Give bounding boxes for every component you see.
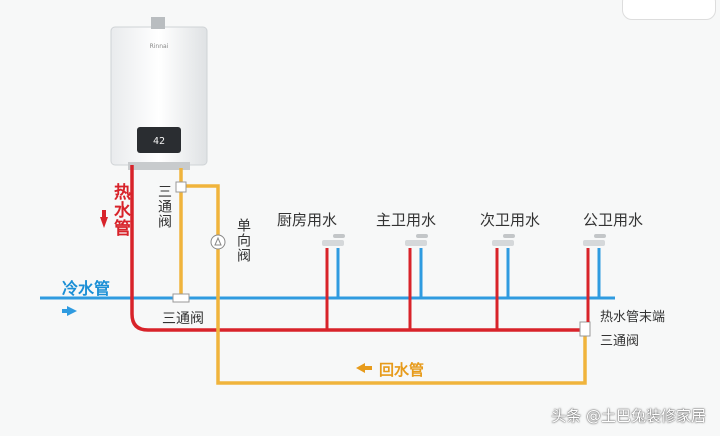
- three-way-valve-top: [175, 181, 187, 193]
- return-pipe-label: 回水管: [379, 361, 425, 379]
- watermark: 头条 @土巴兔装修家居: [551, 407, 706, 425]
- faucet-icon: [405, 240, 427, 246]
- heater-display-value: 42: [153, 136, 165, 147]
- return-water-pipe: [179, 168, 587, 385]
- three-way-valve-end-label: 三通阀: [600, 334, 640, 349]
- fixture-kitchen: [322, 234, 345, 330]
- fixture-second-bath: [492, 234, 515, 330]
- arrow-right-icon: [67, 306, 77, 316]
- three-way-valve-end: [579, 321, 591, 337]
- faucet-icon: [322, 240, 344, 246]
- hot-water-pipe: [100, 165, 585, 332]
- hot-end-label: 热水管末端: [600, 310, 666, 325]
- cold-pipe-label: 冷水管: [62, 279, 111, 298]
- three-way-valve-top-label: 三通阀: [156, 184, 172, 229]
- arrow-left-icon: [356, 363, 365, 373]
- heater-brand: Rinnai: [150, 43, 169, 50]
- faucet-icon: [492, 240, 514, 246]
- three-way-valve-bottom-label: 三通阀: [162, 311, 204, 327]
- water-heater: Rinnai 42: [110, 17, 208, 170]
- faucet-icon: [583, 240, 605, 246]
- fixture-public-bath: [583, 234, 606, 322]
- three-way-valve-bottom: [172, 293, 190, 303]
- hot-pipe-label: 热水管: [110, 183, 130, 237]
- corner-decoration: [622, 0, 716, 20]
- fixture-master-bath: [405, 234, 428, 330]
- heater-display: [137, 127, 181, 153]
- fixture-master-bath-label: 主卫用水: [376, 211, 437, 229]
- fixture-kitchen-label: 厨房用水: [277, 211, 338, 229]
- fixture-public-bath-label: 公卫用水: [583, 211, 644, 229]
- check-valve-label: 单向阀: [235, 218, 251, 263]
- fixture-second-bath-label: 次卫用水: [480, 211, 541, 229]
- arrow-down-icon: [100, 217, 108, 228]
